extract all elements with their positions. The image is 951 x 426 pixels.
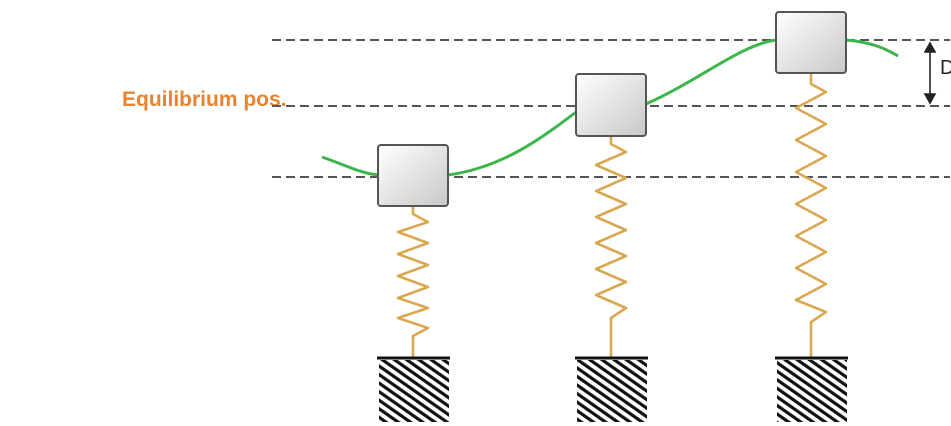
- ground-1: [377, 356, 450, 422]
- mass-block-3: [775, 11, 847, 74]
- mass-block-2: [575, 73, 647, 137]
- spring-1: [396, 206, 430, 358]
- mass-block-1: [377, 144, 449, 207]
- ground-2: [575, 356, 648, 422]
- amplitude-arrow: [923, 41, 937, 105]
- amplitude-label: D: [940, 57, 951, 79]
- equilibrium-label: Equilibrium pos.: [122, 88, 287, 111]
- ground-3: [775, 356, 848, 422]
- spring-3: [794, 73, 828, 358]
- spring-2: [594, 136, 628, 358]
